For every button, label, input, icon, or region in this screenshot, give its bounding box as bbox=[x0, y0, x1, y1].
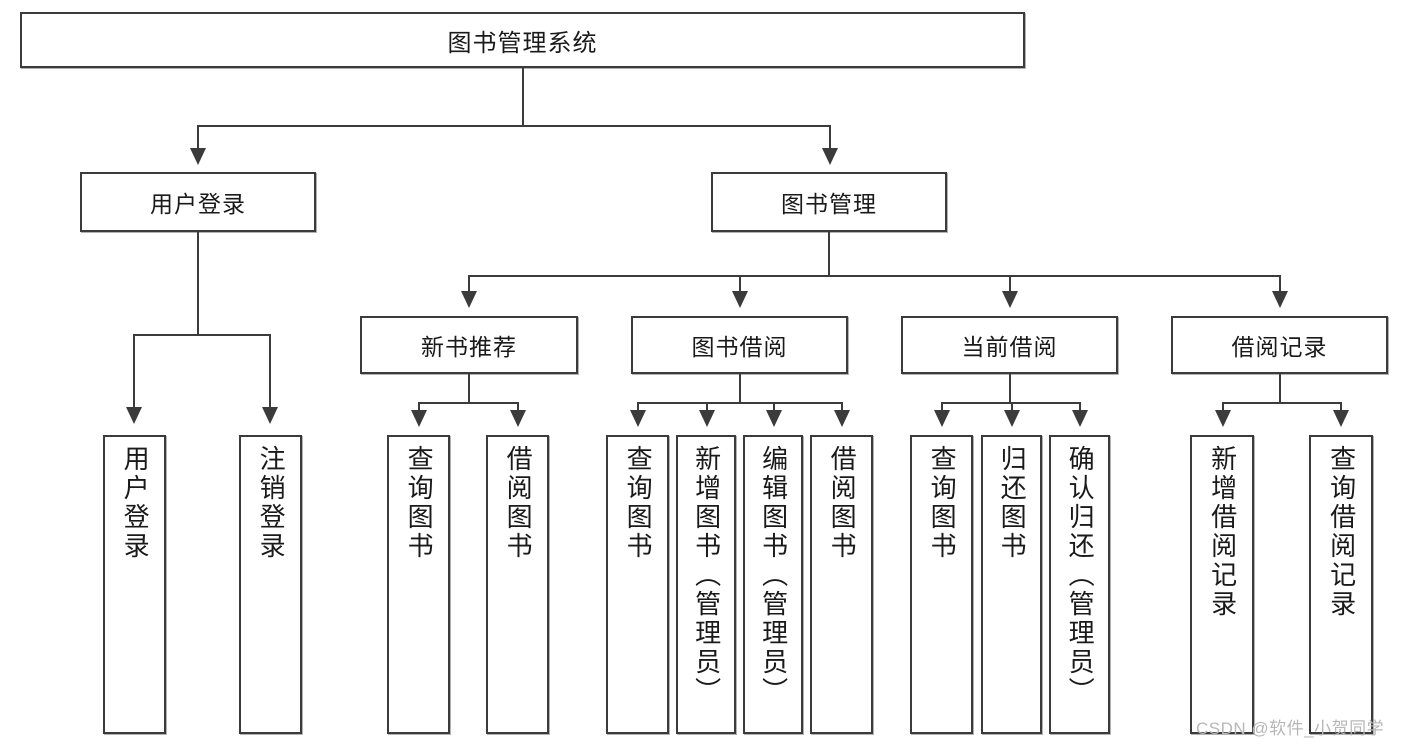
arrow-user-login-to-leaf-1 bbox=[126, 407, 142, 424]
node-label: 用户登录 bbox=[150, 191, 246, 217]
connector-current-to-leaf-1 bbox=[941, 402, 943, 412]
node-label: 当前借阅 bbox=[961, 334, 1058, 360]
node-root-book-management-system[interactable]: 图书管理系统 bbox=[20, 12, 1025, 68]
node-label: 图书借阅 bbox=[691, 334, 788, 360]
connector-borrow-to-leaf-3 bbox=[773, 402, 775, 412]
arrow-current-to-leaf-1 bbox=[934, 410, 950, 427]
csdn-watermark: CSDN @软件_小贺同学 bbox=[1196, 714, 1384, 739]
leaf-label: 查询图书 bbox=[927, 445, 958, 561]
connector-borrow-to-leaf-1 bbox=[637, 402, 639, 412]
leaf-label: 新增借阅记录 bbox=[1207, 445, 1238, 619]
connector-newbook-to-leaf-1 bbox=[418, 402, 420, 412]
leaf-label: 新增图书（管理员） bbox=[691, 445, 722, 706]
leaf-label: 借阅图书 bbox=[503, 445, 534, 561]
connector-book-management-stem bbox=[828, 232, 830, 276]
arrow-root-to-book-management bbox=[822, 148, 838, 165]
connector-newbook-to-leaf-2 bbox=[517, 402, 519, 412]
node-current-borrow[interactable]: 当前借阅 bbox=[901, 316, 1118, 374]
connector-borrow-to-leaf-4 bbox=[841, 402, 843, 412]
leaf-edit-book-admin[interactable]: 编辑图书（管理员） bbox=[743, 435, 803, 734]
node-book-borrow[interactable]: 图书借阅 bbox=[631, 316, 848, 374]
node-label: 图书管理系统 bbox=[447, 29, 598, 57]
node-borrow-records[interactable]: 借阅记录 bbox=[1171, 316, 1388, 374]
node-book-management[interactable]: 图书管理 bbox=[711, 172, 947, 232]
leaf-logout[interactable]: 注销登录 bbox=[239, 435, 302, 734]
leaf-label: 查询借阅记录 bbox=[1326, 445, 1357, 619]
connector-current-stem bbox=[1009, 374, 1011, 403]
connector-user-login-to-leaf-1 bbox=[133, 334, 135, 409]
connector-root-to-book-management bbox=[829, 125, 831, 150]
connector-newbook-stem bbox=[468, 374, 470, 403]
connector-records-to-leaf-2 bbox=[1340, 402, 1342, 412]
leaf-query-borrow-record[interactable]: 查询借阅记录 bbox=[1309, 435, 1373, 734]
connector-current-bus bbox=[941, 402, 1080, 404]
leaf-query-book-current[interactable]: 查询图书 bbox=[910, 435, 973, 734]
leaf-query-book-newbook[interactable]: 查询图书 bbox=[387, 435, 450, 734]
node-label: 借阅记录 bbox=[1231, 334, 1328, 360]
arrow-newbook-to-leaf-1 bbox=[411, 410, 427, 427]
connector-borrow-stem bbox=[739, 374, 741, 403]
connector-bm-to-borrow bbox=[739, 275, 741, 293]
connector-root-stem bbox=[522, 68, 524, 126]
arrow-user-login-to-leaf-2 bbox=[262, 407, 278, 424]
connector-bm-to-records bbox=[1279, 275, 1281, 293]
leaf-label: 查询图书 bbox=[623, 445, 654, 561]
connector-borrow-to-leaf-2 bbox=[706, 402, 708, 412]
arrow-bm-to-records bbox=[1272, 291, 1288, 308]
connector-records-bus bbox=[1222, 402, 1341, 404]
connector-user-login-to-leaf-2 bbox=[269, 334, 271, 409]
connector-book-management-bus bbox=[468, 275, 1281, 277]
leaf-return-book[interactable]: 归还图书 bbox=[981, 435, 1042, 734]
arrow-bm-to-borrow bbox=[732, 291, 748, 308]
arrow-bm-to-new-book bbox=[461, 291, 477, 308]
watermark-text: CSDN @软件_小贺同学 bbox=[1196, 719, 1385, 738]
leaf-add-book-admin[interactable]: 新增图书（管理员） bbox=[676, 435, 736, 734]
arrow-borrow-to-leaf-2 bbox=[699, 410, 715, 427]
leaf-borrow-book-newbook[interactable]: 借阅图书 bbox=[486, 435, 549, 734]
connector-root-to-user-login bbox=[197, 125, 199, 150]
leaf-label: 用户登录 bbox=[120, 445, 151, 561]
leaf-label: 归还图书 bbox=[997, 445, 1028, 561]
leaf-label: 借阅图书 bbox=[827, 445, 858, 561]
leaf-query-book-borrow[interactable]: 查询图书 bbox=[606, 435, 669, 734]
connector-current-to-leaf-3 bbox=[1079, 402, 1081, 412]
arrow-borrow-to-leaf-1 bbox=[630, 410, 646, 427]
leaf-borrow-book-borrow[interactable]: 借阅图书 bbox=[810, 435, 873, 734]
leaf-label: 注销登录 bbox=[256, 445, 287, 561]
connector-records-to-leaf-1 bbox=[1222, 402, 1224, 412]
leaf-label: 查询图书 bbox=[404, 445, 435, 561]
connector-user-login-stem bbox=[197, 232, 199, 335]
arrow-borrow-to-leaf-3 bbox=[766, 410, 782, 427]
connector-records-stem bbox=[1279, 374, 1281, 403]
node-new-book-recommend[interactable]: 新书推荐 bbox=[360, 316, 578, 374]
arrow-newbook-to-leaf-2 bbox=[510, 410, 526, 427]
connector-bm-to-current bbox=[1009, 275, 1011, 293]
leaf-confirm-return-admin[interactable]: 确认归还（管理员） bbox=[1049, 435, 1110, 734]
leaf-label: 编辑图书（管理员） bbox=[758, 445, 789, 706]
connector-newbook-bus bbox=[418, 402, 519, 404]
leaf-user-login[interactable]: 用户登录 bbox=[103, 435, 166, 734]
arrow-current-to-leaf-3 bbox=[1072, 410, 1088, 427]
node-label: 图书管理 bbox=[781, 191, 877, 217]
node-user-login[interactable]: 用户登录 bbox=[80, 172, 316, 232]
arrow-borrow-to-leaf-4 bbox=[834, 410, 850, 427]
connector-current-to-leaf-2 bbox=[1011, 402, 1013, 412]
arrow-root-to-user-login bbox=[190, 148, 206, 165]
arrow-bm-to-current bbox=[1002, 291, 1018, 308]
connector-bm-to-new-book bbox=[468, 275, 470, 293]
connector-root-bus bbox=[197, 125, 831, 127]
connector-borrow-bus bbox=[637, 402, 843, 404]
leaf-label: 确认归还（管理员） bbox=[1065, 445, 1096, 706]
connector-user-login-bus bbox=[133, 334, 269, 336]
node-label: 新书推荐 bbox=[421, 334, 517, 360]
arrow-current-to-leaf-2 bbox=[1004, 410, 1020, 427]
arrow-records-to-leaf-1 bbox=[1215, 410, 1231, 427]
arrow-records-to-leaf-2 bbox=[1333, 410, 1349, 427]
leaf-add-borrow-record[interactable]: 新增借阅记录 bbox=[1190, 435, 1254, 734]
